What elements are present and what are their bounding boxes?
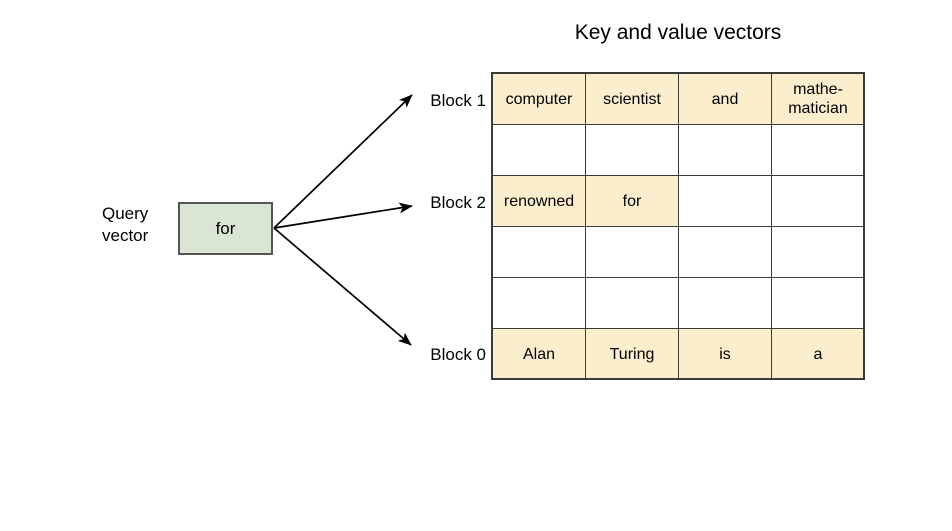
query-vector-value: for	[215, 218, 236, 238]
query-vector-label: Query vector	[102, 203, 176, 247]
table-cell: and	[678, 73, 772, 125]
table-cell: Alan	[492, 328, 586, 380]
table-row	[492, 124, 865, 176]
table-row	[492, 277, 865, 329]
table-cell: mathe-matician	[771, 73, 865, 125]
table-cell	[492, 226, 586, 278]
table-cell	[771, 277, 865, 329]
table-cell-line: matician	[788, 100, 848, 117]
page-title: Key and value vectors	[574, 21, 782, 44]
table-cell	[678, 277, 772, 329]
table-cell	[771, 175, 865, 227]
key-value-table-body: computer scientist and mathe-matician re…	[492, 73, 865, 380]
query-vector-label-line1: Query	[102, 204, 149, 223]
table-cell: computer	[492, 73, 586, 125]
block-label-1: Block 1	[430, 91, 486, 110]
table-row	[492, 226, 865, 278]
block-label-2: Block 2	[430, 193, 486, 212]
block-label-0: Block 0	[430, 345, 486, 364]
table-cell: is	[678, 328, 772, 380]
table-cell	[492, 124, 586, 176]
table-row: renowned for	[492, 175, 865, 227]
table-cell: a	[771, 328, 865, 380]
table-row: computer scientist and mathe-matician	[492, 73, 865, 125]
table-cell	[678, 124, 772, 176]
table-cell-line: mathe-	[793, 81, 843, 98]
table-cell: for	[585, 175, 679, 227]
table-cell	[678, 226, 772, 278]
key-value-table: computer scientist and mathe-matician re…	[492, 73, 865, 380]
query-vector-box: for	[178, 202, 273, 255]
table-cell	[771, 226, 865, 278]
table-cell: Turing	[585, 328, 679, 380]
table-cell	[585, 277, 679, 329]
table-cell: renowned	[492, 175, 586, 227]
table-cell	[585, 124, 679, 176]
table-cell	[492, 277, 586, 329]
table-row: Alan Turing is a	[492, 328, 865, 380]
table-cell	[771, 124, 865, 176]
table-cell	[585, 226, 679, 278]
table-cell	[678, 175, 772, 227]
arrow-to-block-0	[273, 227, 412, 346]
table-cell: scientist	[585, 73, 679, 125]
query-vector-label-line2: vector	[102, 226, 149, 245]
